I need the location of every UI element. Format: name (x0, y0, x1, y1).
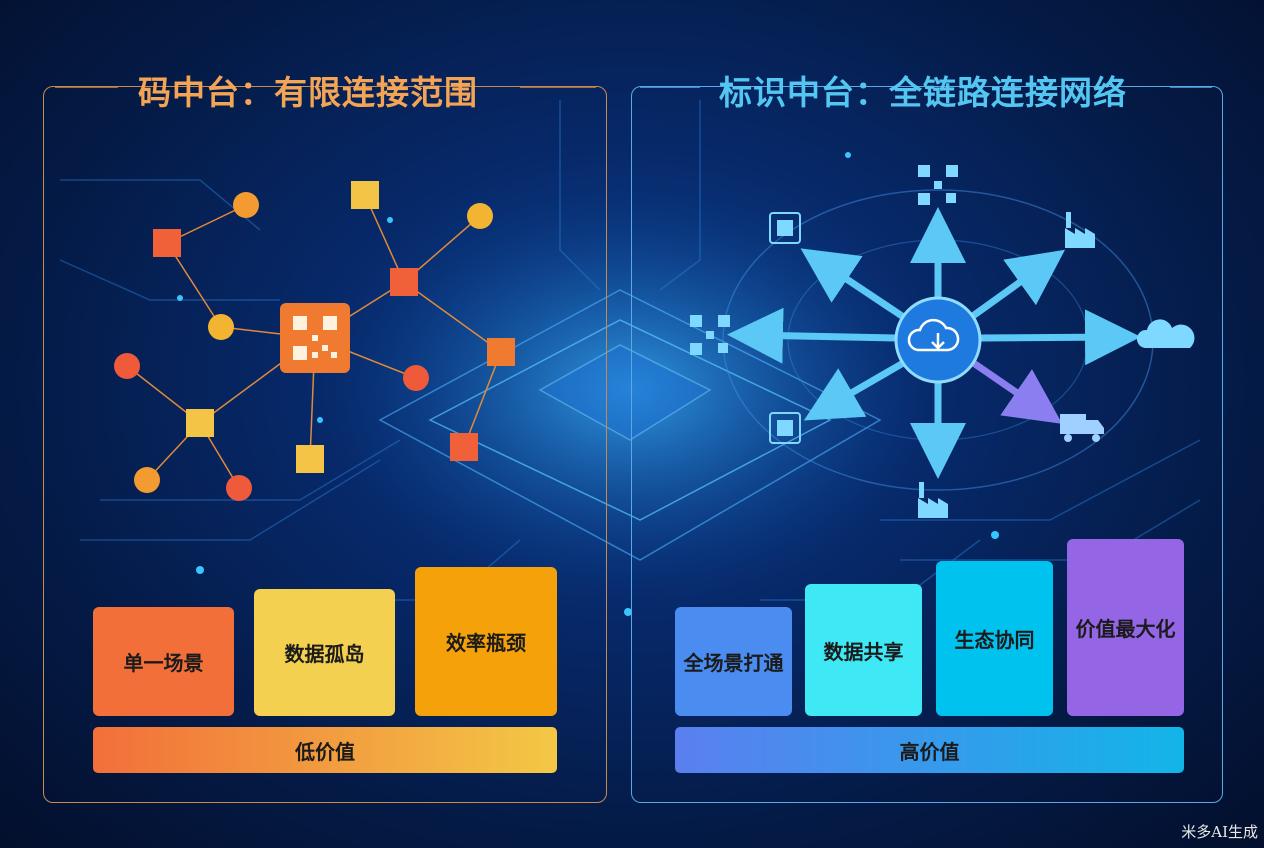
box-single-scenario: 单一场景 (93, 607, 234, 716)
code-platform-panel (43, 86, 607, 803)
box-efficiency-bottleneck: 效率瓶颈 (415, 567, 557, 716)
left-panel-title: 码中台：有限连接范围 (138, 73, 478, 112)
network-nodes (114, 181, 515, 501)
chip-icon (769, 212, 801, 444)
box-data-sharing: 数据共享 (805, 584, 922, 716)
factory-icon (918, 212, 1095, 518)
truck-icon (1060, 414, 1104, 442)
right-panel-title: 标识中台：全链路连接网络 (719, 73, 1127, 112)
low-value-bar: 低价值 (93, 727, 557, 773)
watermark: 米多AI生成 (1181, 823, 1258, 841)
qr-code-icon (293, 316, 337, 360)
full-chain-network-diagram (690, 165, 1195, 518)
cloud-upload-icon (1136, 319, 1195, 348)
circuit-traces (59, 100, 1201, 601)
cloud-download-icon (907, 318, 960, 352)
high-value-bar: 高价值 (675, 727, 1184, 773)
box-data-island: 数据孤岛 (254, 589, 395, 716)
box-full-scenario: 全场景打通 (675, 607, 792, 716)
box-ecosystem-collaboration: 生态协同 (936, 561, 1053, 716)
identifier-platform-panel (631, 86, 1223, 803)
qr-code-icon (690, 165, 958, 355)
box-value-maximization: 价值最大化 (1067, 539, 1184, 716)
